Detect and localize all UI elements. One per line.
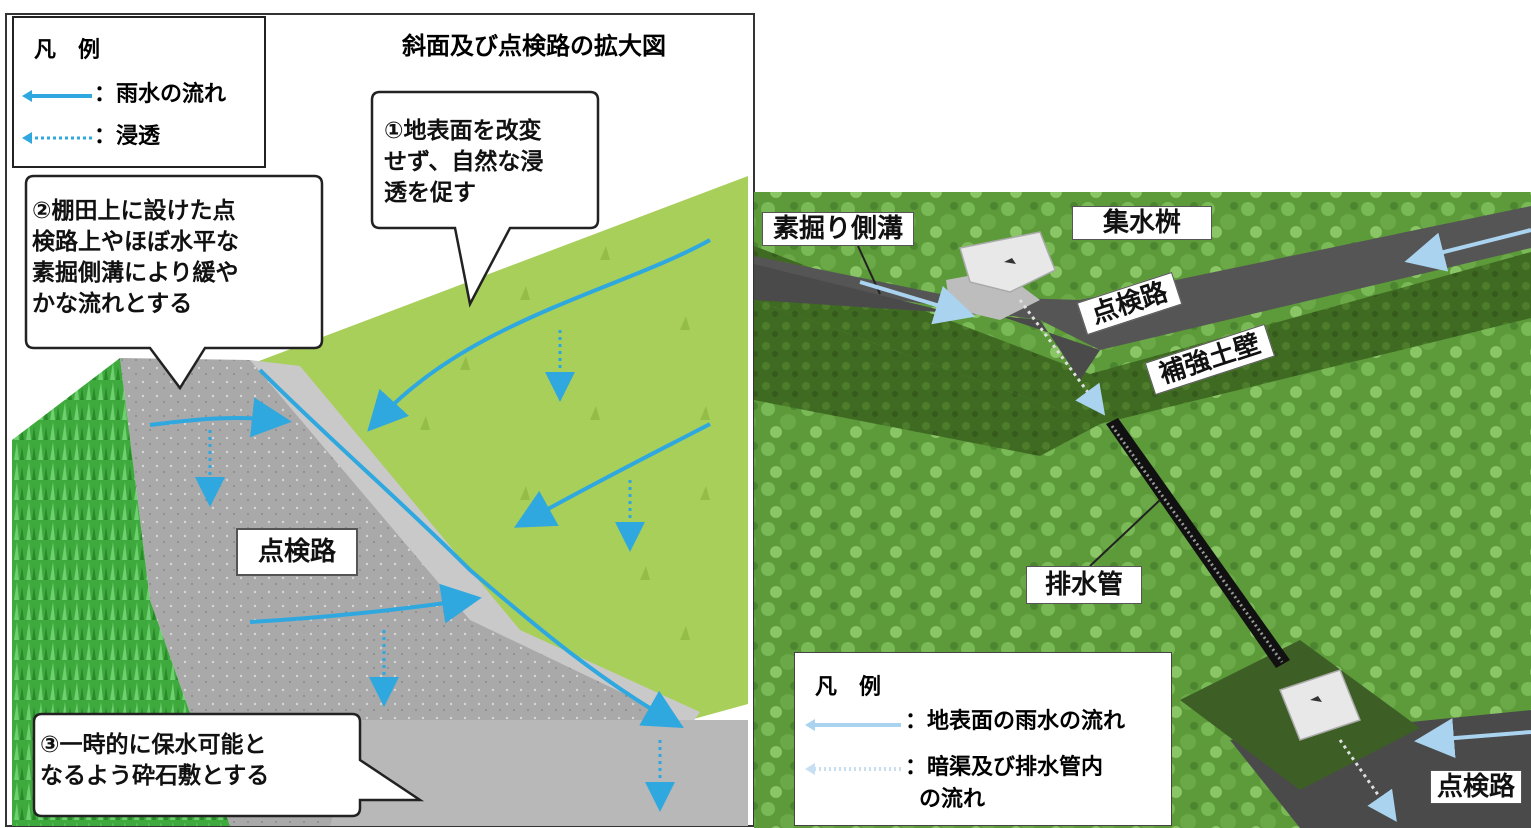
callout-3-line-2: なるよう砕石敷とする [40, 763, 270, 789]
callout-2: ②棚田上に設けた点 検路上やほぼ水平な 素掘側溝により緩や かな流れとする [32, 196, 239, 320]
callout-2-line-4: かな流れとする [32, 291, 193, 317]
right-legend-title: 凡 例 [815, 675, 882, 700]
right-legend-item-underdrain: ：暗渠及び排水管内 [905, 755, 1104, 780]
left-legend: 凡 例 ：雨水の流れ ：浸透 [12, 16, 266, 168]
right-legend-solid-icon [805, 719, 901, 731]
left-legend-item-rain: ：雨水の流れ [94, 82, 227, 107]
left-legend-solid-icon [22, 90, 92, 102]
right-legend: 凡 例 ：地表面の雨水の流れ ：暗渠及び排水管内 の流れ [794, 652, 1172, 826]
left-panel-title: 斜面及び点検路の拡大図 [402, 32, 666, 60]
right-legend-dotted-icon [805, 763, 901, 775]
callout-1-line-3: 透を促す [384, 180, 476, 206]
right-legend-item-underdrain-2: の流れ [919, 787, 986, 812]
callout-2-line-3: 素掘側溝により緩や [32, 260, 239, 286]
callout-3-line-1: ③一時的に保水可能と [40, 732, 267, 758]
left-inspection-road-label: 点検路 [236, 528, 359, 576]
side-ditch-label: 素掘り側溝 [762, 212, 915, 246]
drain-pipe-label: 排水管 [1026, 566, 1143, 604]
callout-2-line-1: ②棚田上に設けた点 [32, 198, 236, 224]
callout-3: ③一時的に保水可能と なるよう砕石敷とする [40, 730, 269, 792]
inspection-road-bottom-label: 点検路 [1430, 770, 1523, 804]
left-legend-item-seepage: ：浸透 [94, 124, 161, 149]
callout-1: ①地表面を改変 せず、自然な浸 透を促す [384, 116, 543, 209]
left-legend-title: 凡 例 [34, 38, 101, 63]
right-legend-item-surface: ：地表面の雨水の流れ [905, 709, 1126, 734]
callout-1-line-2: せず、自然な浸 [384, 149, 544, 175]
left-legend-dotted-icon [22, 132, 92, 144]
catch-basin-label: 集水桝 [1072, 206, 1213, 240]
callout-1-line-1: ①地表面を改変 [384, 118, 542, 144]
callout-2-line-2: 検路上やほぼ水平な [32, 229, 239, 255]
